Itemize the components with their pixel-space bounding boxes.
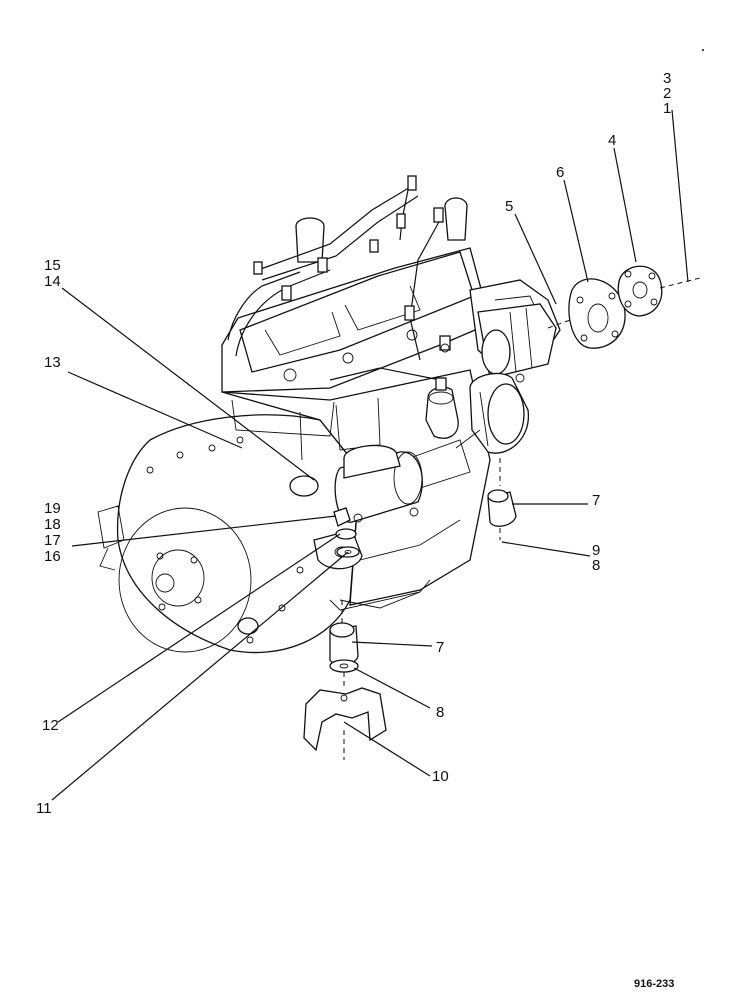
callout-17: 17	[44, 532, 61, 549]
bell-housing	[97, 414, 361, 654]
starter-motor	[289, 444, 423, 523]
callout-2: 2	[663, 85, 671, 102]
callout-1: 1	[663, 100, 671, 117]
exploded-parts	[303, 265, 701, 760]
callout-6: 6	[556, 164, 564, 181]
callout-numbers: 3 2 1 4 6 5 15 14 13 19 18 17 16 7 9 8 7…	[36, 70, 671, 817]
callout-13: 13	[44, 354, 61, 371]
injector-pipes	[227, 175, 451, 381]
callout-10: 10	[432, 768, 449, 785]
callout-5: 5	[505, 198, 513, 215]
upper-mount	[487, 458, 517, 540]
callout-12: 12	[42, 717, 59, 734]
callout-9: 9	[592, 542, 600, 559]
callout-18: 18	[44, 516, 61, 533]
mount-bracket	[303, 687, 387, 760]
callout-8-upper: 8	[592, 557, 600, 574]
callout-4: 4	[608, 132, 616, 149]
sump	[329, 579, 431, 611]
leader-lines	[51, 109, 689, 801]
speck	[702, 49, 704, 51]
callout-19: 19	[44, 500, 61, 517]
cylinder-head	[221, 197, 485, 393]
callout-14: 14	[44, 273, 61, 290]
engine-illustration	[97, 175, 561, 654]
callout-7-lower: 7	[436, 639, 444, 656]
callout-11: 11	[36, 800, 52, 817]
fuel-filter	[425, 377, 459, 439]
callout-16: 16	[44, 548, 61, 565]
right-starter	[409, 372, 529, 489]
adaptor-plate	[568, 278, 626, 349]
callout-7-upper: 7	[592, 492, 600, 509]
callout-3: 3	[663, 70, 671, 87]
figure-id: 916-233	[634, 978, 674, 990]
callout-15: 15	[44, 257, 61, 274]
callout-8-lower: 8	[436, 704, 444, 721]
hydraulic-pump	[440, 303, 557, 383]
lower-mount	[329, 600, 359, 690]
coupling	[617, 265, 663, 317]
